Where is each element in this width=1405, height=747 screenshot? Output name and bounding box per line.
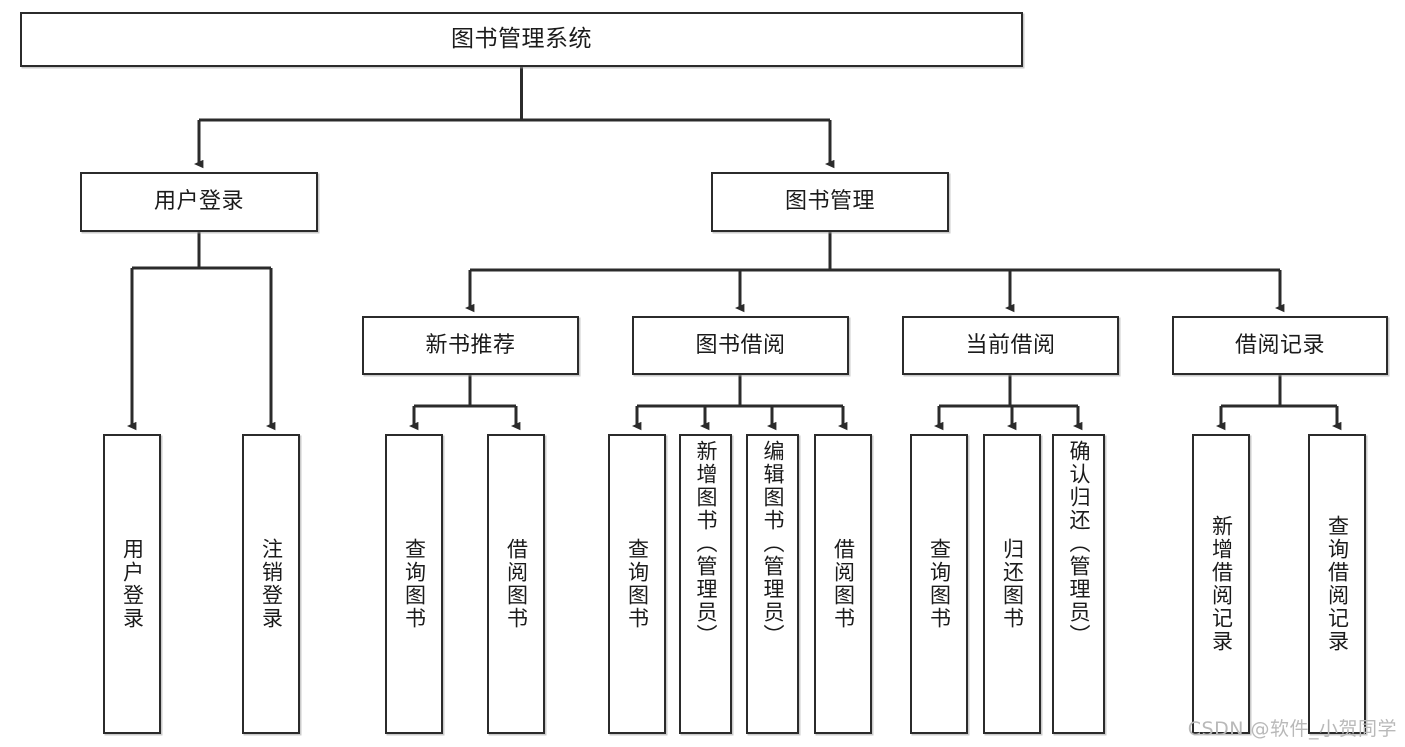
node-root-label: 图书管理系统 xyxy=(451,26,592,53)
node-user-login[interactable]: 用户登录 xyxy=(80,172,318,232)
node-leaf-logout-login-label: 注销登录 xyxy=(259,538,284,630)
node-leaf-query-borrow-record[interactable]: 查询借阅记录 xyxy=(1308,434,1366,734)
node-borrow-record[interactable]: 借阅记录 xyxy=(1172,316,1388,375)
node-leaf-borrow-book-2-label: 借阅图书 xyxy=(831,538,856,630)
node-current-borrow[interactable]: 当前借阅 xyxy=(902,316,1119,375)
node-leaf-query-book-2[interactable]: 查询图书 xyxy=(608,434,666,734)
csdn-watermark: CSDN @软件_小贺同学 xyxy=(1187,718,1397,740)
node-leaf-add-book-admin[interactable]: 新增图书（管理员） xyxy=(679,434,732,734)
node-leaf-add-borrow-record[interactable]: 新增借阅记录 xyxy=(1192,434,1250,734)
node-new-book-recommend[interactable]: 新书推荐 xyxy=(362,316,579,375)
node-leaf-query-book-1-label: 查询图书 xyxy=(402,538,427,630)
node-leaf-query-book-3-label: 查询图书 xyxy=(927,538,952,630)
node-leaf-logout-login[interactable]: 注销登录 xyxy=(242,434,300,734)
node-leaf-add-book-admin-label: 新增图书（管理员） xyxy=(694,440,718,647)
node-book-borrow[interactable]: 图书借阅 xyxy=(632,316,849,375)
node-current-borrow-label: 当前借阅 xyxy=(965,332,1056,358)
node-leaf-confirm-return-admin[interactable]: 确认归还（管理员） xyxy=(1052,434,1105,734)
node-leaf-borrow-book-2[interactable]: 借阅图书 xyxy=(814,434,872,734)
node-leaf-user-login[interactable]: 用户登录 xyxy=(103,434,161,734)
node-root[interactable]: 图书管理系统 xyxy=(20,12,1023,67)
node-leaf-borrow-book-1[interactable]: 借阅图书 xyxy=(487,434,545,734)
node-leaf-borrow-book-1-label: 借阅图书 xyxy=(504,538,529,630)
node-book-management-label: 图书管理 xyxy=(784,189,875,215)
node-leaf-query-book-2-label: 查询图书 xyxy=(625,538,650,630)
node-leaf-confirm-return-admin-label: 确认归还（管理员） xyxy=(1067,440,1091,647)
node-leaf-query-book-1[interactable]: 查询图书 xyxy=(385,434,443,734)
node-leaf-return-book[interactable]: 归还图书 xyxy=(983,434,1041,734)
node-leaf-query-borrow-record-label: 查询借阅记录 xyxy=(1325,515,1350,653)
node-new-book-recommend-label: 新书推荐 xyxy=(425,332,516,358)
node-leaf-add-borrow-record-label: 新增借阅记录 xyxy=(1209,515,1234,653)
node-leaf-user-login-label: 用户登录 xyxy=(120,538,145,630)
node-leaf-edit-book-admin[interactable]: 编辑图书（管理员） xyxy=(746,434,799,734)
node-user-login-label: 用户登录 xyxy=(153,189,244,215)
node-borrow-record-label: 借阅记录 xyxy=(1234,332,1325,358)
node-book-management[interactable]: 图书管理 xyxy=(711,172,949,232)
node-book-borrow-label: 图书借阅 xyxy=(695,332,786,358)
node-leaf-edit-book-admin-label: 编辑图书（管理员） xyxy=(761,440,785,647)
node-leaf-query-book-3[interactable]: 查询图书 xyxy=(910,434,968,734)
node-leaf-return-book-label: 归还图书 xyxy=(1000,538,1025,630)
